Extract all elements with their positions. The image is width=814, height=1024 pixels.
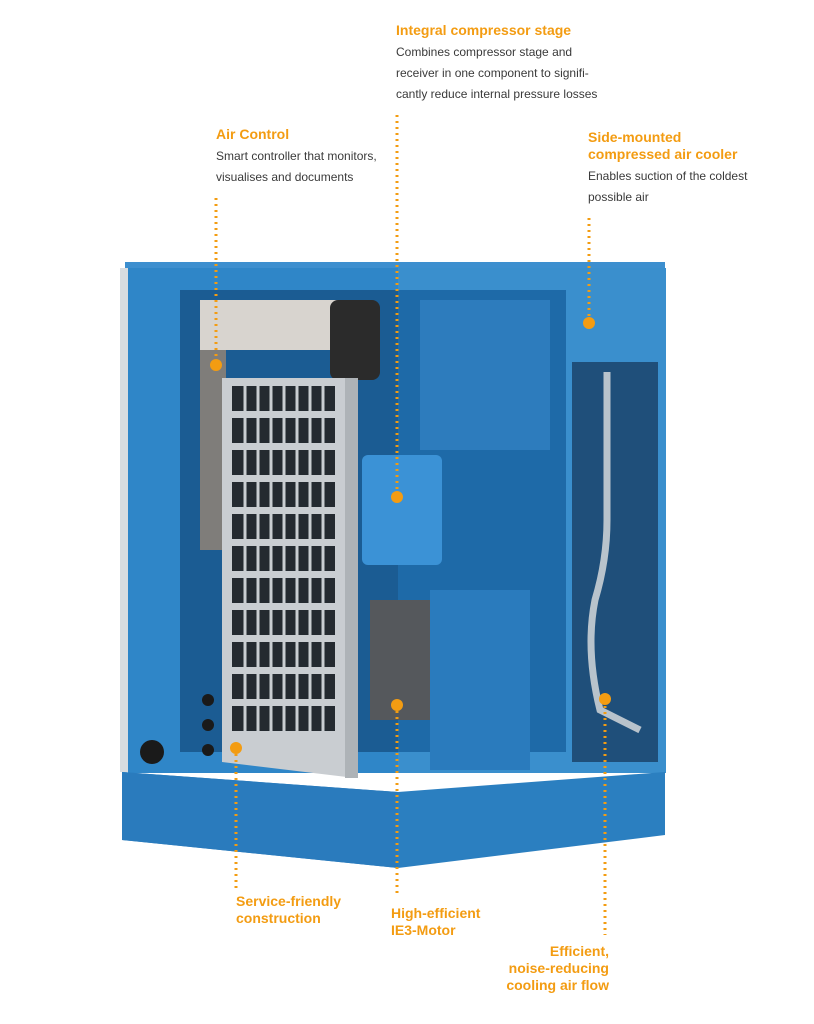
- base-front-shade: [122, 772, 398, 868]
- callout-cooler-title-line1: Side-mounted: [588, 129, 682, 145]
- compressor-machine: [120, 262, 666, 868]
- controller-panel: [200, 350, 226, 550]
- dot-service: [230, 742, 242, 754]
- motor-housing: [430, 590, 530, 770]
- callout-motor: High-efficient IE3-Motor: [391, 905, 480, 939]
- upper-grey-panel: [200, 300, 350, 350]
- callout-airflow-title-line1: Efficient,: [549, 943, 609, 959]
- callout-air-control: Air Control Smart controller that monito…: [216, 126, 377, 188]
- callout-integral-line1: Combines compressor stage and: [396, 45, 573, 59]
- left-side-edge: [120, 268, 130, 772]
- callout-air-control-title: Air Control: [216, 126, 290, 142]
- cable-hole-3: [202, 744, 214, 756]
- separator-tank: [330, 300, 380, 380]
- grille-dividers: [243, 386, 325, 732]
- dot-air-control: [210, 359, 222, 371]
- leader-lines: [214, 115, 607, 935]
- callout-air-control-desc: Smart controller that monitors, visualis…: [216, 146, 377, 188]
- callout-integral-line2: receiver in one component to signifi-: [396, 66, 589, 80]
- cooler-pipe: [587, 372, 642, 734]
- service-door-edge: [345, 378, 358, 778]
- callout-integral-line3: cantly reduce internal pressure losses: [396, 87, 598, 101]
- callout-cooler-desc: Enables suction of the coldest possible …: [588, 166, 747, 208]
- callout-integral-title: Integral compressor stage: [396, 22, 572, 38]
- dot-cooler: [583, 317, 595, 329]
- callout-airflow-title-line3: cooling air flow: [506, 977, 609, 993]
- dot-airflow: [599, 693, 611, 705]
- cable-entry: [140, 740, 164, 764]
- dot-motor: [391, 699, 403, 711]
- cable-hole-1: [202, 694, 214, 706]
- callout-cooler-title: Side-mounted compressed air cooler: [588, 129, 747, 163]
- callout-cooler-title-line2: compressed air cooler: [588, 146, 738, 162]
- callout-cooler-line1: Enables suction of the coldest: [588, 169, 748, 183]
- callout-cooler: Side-mounted compressed air cooler Enabl…: [588, 129, 747, 208]
- callout-motor-title: High-efficient IE3-Motor: [391, 905, 480, 939]
- callout-air-control-line2: visualises and documents: [216, 170, 354, 184]
- cable-hole-2: [202, 719, 214, 731]
- motor-body: [370, 600, 440, 720]
- callout-service-title-line1: Service-friendly: [236, 893, 342, 909]
- callout-service-title-line2: construction: [236, 910, 321, 926]
- callout-air-control-line1: Smart controller that monitors,: [216, 149, 377, 163]
- back-wall: [420, 300, 550, 450]
- callout-airflow-title-line2: noise-reducing: [508, 960, 609, 976]
- callout-airflow: Efficient, noise-reducing cooling air fl…: [506, 943, 609, 994]
- cooler-compartment: [572, 362, 658, 762]
- callout-cooler-line2: possible air: [588, 190, 649, 204]
- callout-airflow-title: Efficient, noise-reducing cooling air fl…: [506, 943, 609, 994]
- marker-dots: [210, 317, 611, 754]
- callout-motor-title-line1: High-efficient: [391, 905, 481, 921]
- callout-service-title: Service-friendly construction: [236, 893, 341, 927]
- callout-motor-title-line2: IE3-Motor: [391, 922, 456, 938]
- compressor-stage-block: [362, 455, 442, 565]
- dot-integral: [391, 491, 403, 503]
- callout-integral: Integral compressor stage Combines compr…: [396, 22, 597, 105]
- callout-integral-desc: Combines compressor stage and receiver i…: [396, 42, 597, 105]
- callout-service: Service-friendly construction: [236, 893, 341, 927]
